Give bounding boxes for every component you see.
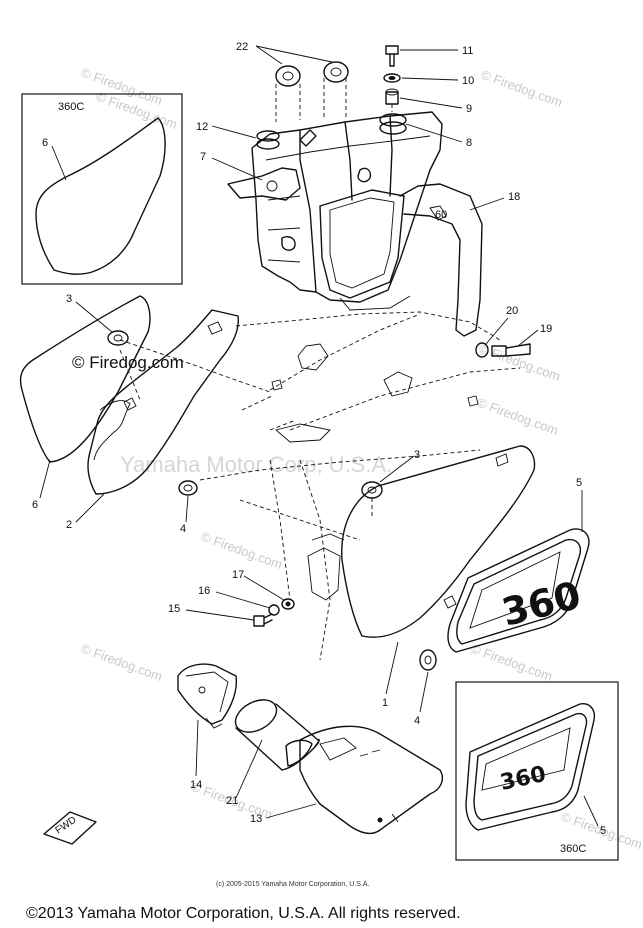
inset-model-label-bottom: 360C xyxy=(560,843,586,855)
inset-frame xyxy=(455,681,619,861)
airbox-assembly: 60 xyxy=(227,111,483,337)
right-side-cover: 3 1 4 xyxy=(341,445,536,727)
grommet-4a xyxy=(178,480,198,496)
small-hardware: 17 16 15 xyxy=(168,569,295,627)
collar-9 xyxy=(385,91,399,105)
emblem-360: 360 5 xyxy=(447,477,590,653)
callout-7: 7 xyxy=(200,151,206,163)
frame-outline xyxy=(199,311,521,661)
watermark: © Firedog.com xyxy=(477,341,562,384)
watermark: © Firedog.com xyxy=(79,641,164,684)
washer-20 xyxy=(475,342,489,358)
watermark: © Firedog.com xyxy=(469,641,554,684)
bolt-15 xyxy=(253,615,265,627)
callout-12: 12 xyxy=(196,121,208,133)
callout-13: 13 xyxy=(250,813,262,825)
callout-6: 6 xyxy=(32,499,38,511)
watermark: © Firedog.com xyxy=(475,395,560,438)
copyright-main: ©2013 Yamaha Motor Corporation, U.S.A. A… xyxy=(26,905,461,922)
callout-3b: 3 xyxy=(414,449,420,461)
callout-16: 16 xyxy=(198,585,210,597)
callout-9: 9 xyxy=(466,103,472,115)
grommet-3a xyxy=(107,330,129,346)
copyright-small: (c) 2005-2015 Yamaha Motor Corporation, … xyxy=(216,881,369,888)
callout-10: 10 xyxy=(462,75,474,87)
grommet-8 xyxy=(379,113,407,127)
callout-20: 20 xyxy=(506,305,518,317)
side-cover-6 xyxy=(19,295,151,463)
callout-6-inset: 6 xyxy=(42,137,48,149)
callout-4b: 4 xyxy=(414,715,420,727)
emblem-text: 360 xyxy=(498,573,586,635)
callout-18: 18 xyxy=(508,191,520,203)
firedog-watermark-dark: © Firedog.com xyxy=(72,353,184,372)
filter-case-13 xyxy=(299,725,444,835)
side-cover-2 xyxy=(87,309,239,495)
bolt-19-washer-20: 20 19 xyxy=(475,305,552,358)
bolt-11 xyxy=(385,45,399,55)
callout-5-inset: 5 xyxy=(600,825,606,837)
inset-frame xyxy=(21,93,183,285)
washer-17 xyxy=(281,598,295,610)
callout-8: 8 xyxy=(466,137,472,149)
grommet-22a xyxy=(275,65,301,87)
bracket-14: 14 xyxy=(177,663,238,791)
callout-1: 1 xyxy=(382,697,388,709)
callout-21: 21 xyxy=(226,795,238,807)
callout-22: 22 xyxy=(236,41,248,53)
yamaha-watermark: Yamaha Motor Corp, U.S.A. xyxy=(120,452,392,477)
grommet-22b xyxy=(323,61,349,83)
grommet-12 xyxy=(256,130,280,142)
inset-emblem-text: 360 xyxy=(498,762,548,796)
inset-360c-side-cover: 360C 6 xyxy=(21,93,183,285)
callout-3a: 3 xyxy=(66,293,72,305)
callout-2: 2 xyxy=(66,519,72,531)
filter-assembly: 21 13 xyxy=(226,699,444,835)
callout-11: 11 xyxy=(462,45,473,57)
svg-text:60: 60 xyxy=(435,209,447,221)
filter-element-21 xyxy=(234,699,278,733)
callout-19: 19 xyxy=(540,323,552,335)
watermark-layer: © Firedog.com © Firedog.com © Firedog.co… xyxy=(72,65,643,852)
inset-model-label: 360C xyxy=(58,101,84,113)
callout-4a: 4 xyxy=(180,523,186,535)
washer-16 xyxy=(268,604,280,616)
callouts-left: 3 6 2 4 xyxy=(32,293,189,535)
top-hardware xyxy=(275,45,401,122)
callout-15: 15 xyxy=(168,603,180,615)
fwd-label: FWD xyxy=(54,815,79,837)
grommet-4b xyxy=(419,649,437,671)
fwd-arrow: FWD xyxy=(43,811,97,845)
callout-14: 14 xyxy=(190,779,202,791)
side-cover-1 xyxy=(341,445,536,638)
callouts-top: 22 11 10 9 12 8 7 18 xyxy=(196,41,520,211)
callout-5: 5 xyxy=(576,477,582,489)
frame-plate xyxy=(275,423,331,443)
bracket-7 xyxy=(227,167,301,201)
washer-10 xyxy=(383,73,401,83)
watermark: © Firedog.com xyxy=(199,529,284,572)
left-side-cover xyxy=(19,295,271,496)
watermark: © Firedog.com xyxy=(479,67,564,110)
side-cover-360c xyxy=(35,117,166,275)
callout-17: 17 xyxy=(232,569,244,581)
